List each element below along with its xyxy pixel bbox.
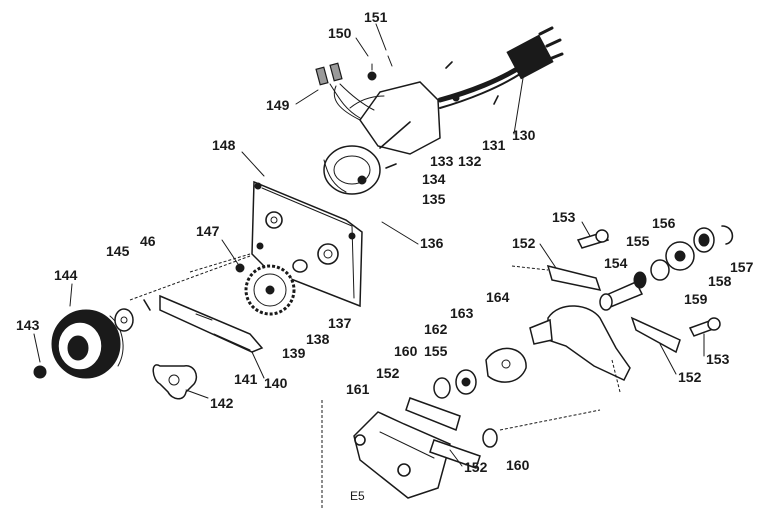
shift-lever [159, 294, 264, 353]
callout-131: 131 [482, 137, 506, 153]
shoulder-bolts [576, 229, 721, 337]
link-arms [405, 264, 681, 469]
callout-159: 159 [684, 291, 708, 307]
callout-155-top: 155 [626, 233, 650, 249]
power-cord-plug [437, 26, 564, 109]
callout-164: 164 [486, 289, 510, 305]
callout-160-mid: 160 [394, 343, 418, 359]
callout-156: 156 [652, 215, 676, 231]
drive-gear [235, 259, 308, 316]
callout-160-bottom: 160 [506, 457, 530, 473]
callout-152-right: 152 [678, 369, 702, 385]
cam-plates [433, 318, 553, 448]
pulley-hardware [33, 299, 151, 379]
callout-135: 135 [422, 191, 446, 207]
callout-144: 144 [54, 267, 78, 283]
callout-155-mid: 155 [424, 343, 448, 359]
callout-154: 154 [604, 255, 628, 271]
callout-141: 141 [234, 371, 258, 387]
callout-leaders [33, 23, 705, 467]
callout-133: 133 [430, 153, 454, 169]
bracket-assembly [353, 305, 631, 499]
shaft-and-washers [599, 225, 734, 311]
pulley-wheel [51, 309, 124, 379]
callout-46: 46 [140, 233, 156, 249]
callout-148: 148 [212, 137, 236, 153]
callout-161: 161 [346, 381, 370, 397]
control-knob [152, 364, 198, 400]
callout-157: 157 [730, 259, 754, 275]
callout-137: 137 [328, 315, 352, 331]
callout-152-left: 152 [376, 365, 400, 381]
callout-140: 140 [264, 375, 288, 391]
mounting-plate [251, 180, 363, 308]
callout-labels: 151 150 149 130 131 132 133 134 135 148 … [16, 9, 754, 503]
callout-143: 143 [16, 317, 40, 333]
callout-134: 134 [422, 171, 446, 187]
small-screws [385, 61, 499, 169]
callout-150: 150 [328, 25, 352, 41]
callout-142: 142 [210, 395, 234, 411]
assembly-leaders [129, 253, 621, 510]
callout-138: 138 [306, 331, 330, 347]
motor-assembly [323, 81, 441, 195]
callout-149: 149 [266, 97, 290, 113]
callout-163: 163 [450, 305, 474, 321]
callout-130: 130 [512, 127, 536, 143]
callout-139: 139 [282, 345, 306, 361]
callout-152-bottom: 152 [464, 459, 488, 475]
callout-158: 158 [708, 273, 732, 289]
figure-mark: E5 [350, 489, 365, 503]
callout-153-top: 153 [552, 209, 576, 225]
callout-132: 132 [458, 153, 482, 169]
callout-153-right: 153 [706, 351, 730, 367]
callout-151: 151 [364, 9, 388, 25]
wire-connectors [315, 55, 393, 119]
callout-147: 147 [196, 223, 220, 239]
callout-152-top: 152 [512, 235, 536, 251]
callout-136: 136 [420, 235, 444, 251]
callout-162: 162 [424, 321, 448, 337]
callout-145: 145 [106, 243, 130, 259]
